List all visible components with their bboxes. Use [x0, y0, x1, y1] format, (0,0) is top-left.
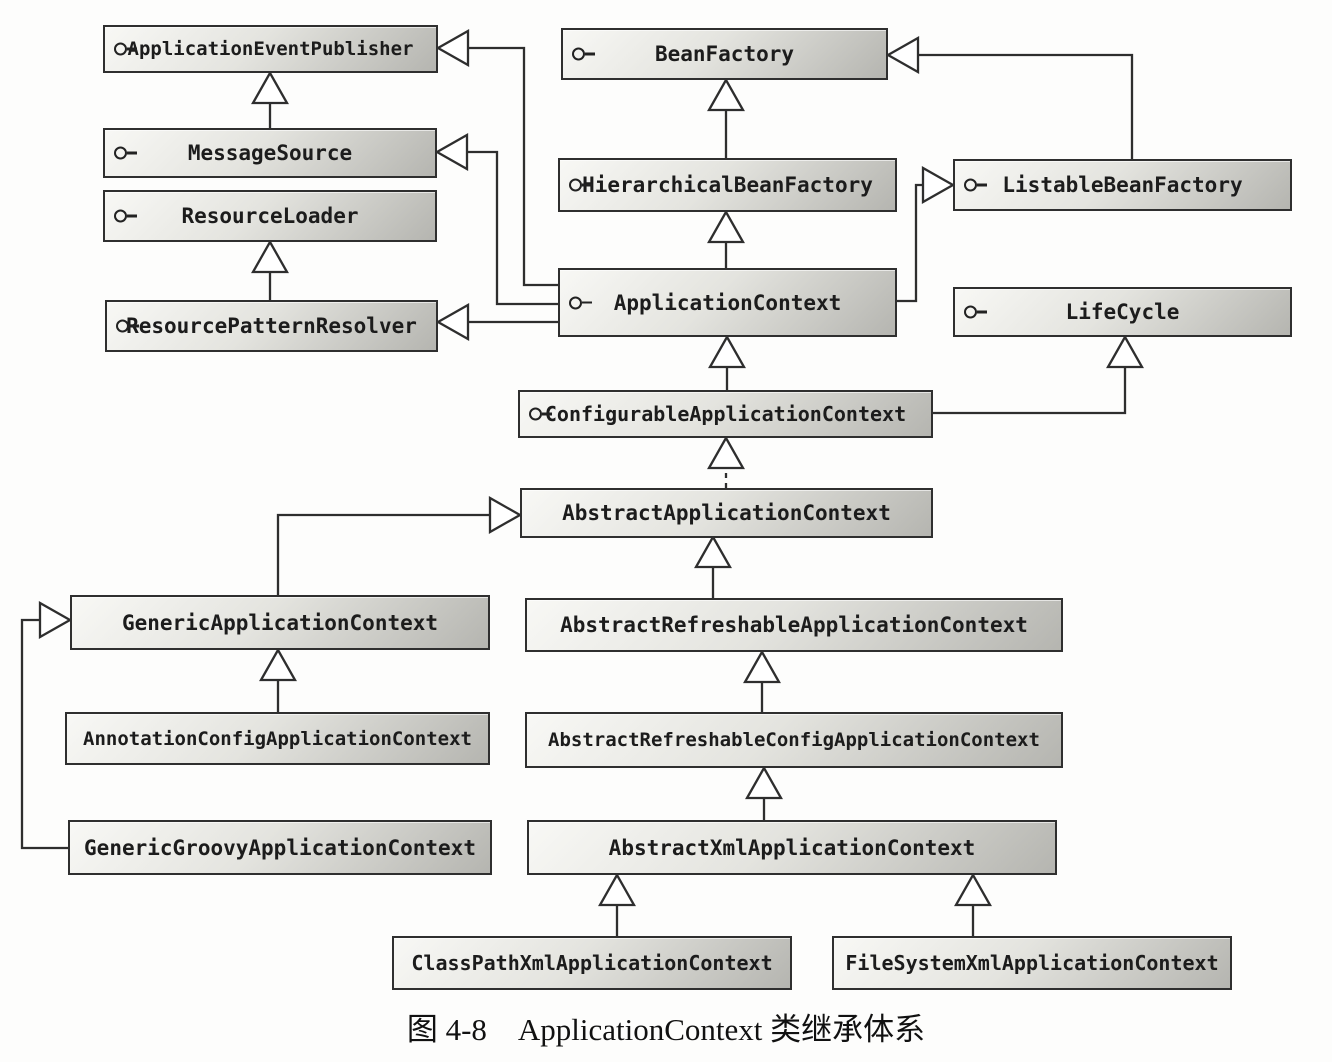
hollow-triangle-arrowhead: [1106, 334, 1144, 369]
application-context-to-listable-bean-factory-line: [897, 183, 923, 303]
class-name-label: ClassPathXmlApplicationContext: [411, 951, 773, 975]
hollow-triangle-arrowhead: [708, 334, 746, 369]
interface-lollipop-icon: [114, 209, 137, 223]
class-name-label: ResourceLoader: [181, 204, 359, 228]
hollow-triangle-arrowhead: [707, 77, 745, 112]
generic-to-abstract-application-context-line: [276, 513, 490, 595]
hollow-triangle-arrowhead: [598, 872, 636, 907]
abstract-refreshable-config-application-context-box: AbstractRefreshableConfigApplicationCont…: [525, 712, 1063, 768]
hollow-triangle-arrowhead: [921, 166, 956, 204]
hollow-triangle-arrowhead: [251, 70, 289, 105]
resource-loader-box: ResourceLoader: [103, 190, 437, 242]
hollow-triangle-arrowhead: [488, 496, 523, 534]
class-name-label: GenericApplicationContext: [121, 610, 439, 635]
class-name-label: ResourcePatternResolver: [126, 314, 417, 338]
interface-lollipop-icon: [529, 407, 552, 421]
class-name-label: AbstractRefreshableConfigApplicationCont…: [548, 729, 1040, 751]
class-name-label: BeanFactory: [654, 42, 795, 66]
hollow-triangle-arrowhead: [745, 765, 783, 800]
hollow-triangle-arrowhead: [435, 29, 470, 67]
generic-application-context-box: GenericApplicationContext: [70, 595, 490, 650]
annotation-config-application-context-box: AnnotationConfigApplicationContext: [65, 712, 490, 765]
hollow-triangle-arrowhead: [434, 133, 469, 171]
class-name-label: ListableBeanFactory: [1002, 173, 1243, 197]
class-name-label: ApplicationContext: [613, 290, 842, 315]
class-name-label: ApplicationEventPublisher: [127, 38, 414, 60]
hollow-triangle-arrowhead: [251, 239, 289, 274]
hollow-triangle-arrowhead: [694, 534, 732, 569]
application-context-to-application-event-publisher-line: [468, 46, 558, 287]
class-name-label: AbstractXmlApplicationContext: [608, 835, 976, 860]
abstract-xml-application-context-box: AbstractXmlApplicationContext: [527, 820, 1057, 875]
class-name-label: AbstractApplicationContext: [562, 501, 891, 525]
hollow-triangle-arrowhead: [743, 649, 781, 684]
hollow-triangle-arrowhead: [435, 303, 470, 341]
interface-lollipop-icon: [569, 296, 592, 309]
interface-lollipop-icon: [116, 319, 139, 333]
class-name-label: ConfigurableApplicationContext: [544, 402, 907, 426]
abstract-refreshable-application-context-box: AbstractRefreshableApplicationContext: [525, 598, 1063, 652]
interface-lollipop-icon: [964, 178, 987, 192]
application-context-box: ApplicationContext: [558, 268, 897, 337]
generic-groovy-to-generic-line: [20, 618, 68, 850]
message-source-box: MessageSource: [103, 128, 437, 178]
interface-lollipop-icon: [569, 178, 592, 192]
interface-lollipop-icon: [964, 305, 987, 319]
hollow-triangle-arrowhead: [38, 601, 73, 639]
hollow-triangle-arrowhead: [707, 435, 745, 470]
class-name-label: MessageSource: [187, 141, 353, 165]
file-system-xml-application-context-box: FileSystemXmlApplicationContext: [832, 936, 1232, 990]
interface-lollipop-icon: [572, 47, 595, 61]
hollow-triangle-arrowhead: [259, 647, 297, 682]
hollow-triangle-arrowhead: [954, 872, 992, 907]
hollow-triangle-arrowhead: [885, 36, 920, 74]
application-context-to-message-source-line: [466, 150, 558, 306]
configurable-application-context-to-life-cycle-line: [933, 367, 1127, 415]
figure-caption: 图 4-8 ApplicationContext 类继承体系: [406, 1012, 926, 1047]
class-name-label: HierarchicalBeanFactory: [582, 173, 873, 197]
listable-bean-factory-to-bean-factory-line: [918, 53, 1134, 159]
configurable-application-context-box: ConfigurableApplicationContext: [518, 390, 933, 438]
interface-lollipop-icon: [114, 42, 137, 56]
interface-lollipop-icon: [114, 146, 137, 160]
generic-groovy-application-context-box: GenericGroovyApplicationContext: [68, 820, 492, 875]
class-name-label: FileSystemXmlApplicationContext: [845, 951, 1219, 975]
class-name-label: GenericGroovyApplicationContext: [84, 835, 476, 860]
life-cycle-box: LifeCycle: [953, 287, 1292, 337]
listable-bean-factory-box: ListableBeanFactory: [953, 159, 1292, 211]
resource-pattern-resolver-box: ResourcePatternResolver: [105, 300, 438, 352]
class-name-label: AnnotationConfigApplicationContext: [83, 727, 472, 750]
application-event-publisher-box: ApplicationEventPublisher: [103, 25, 438, 73]
class-name-label: LifeCycle: [1065, 300, 1180, 324]
abstract-application-context-box: AbstractApplicationContext: [520, 488, 933, 538]
hierarchical-bean-factory-box: HierarchicalBeanFactory: [558, 158, 897, 212]
class-path-xml-application-context-box: ClassPathXmlApplicationContext: [392, 936, 792, 990]
hollow-triangle-arrowhead: [707, 209, 745, 244]
class-name-label: AbstractRefreshableApplicationContext: [560, 613, 1028, 637]
bean-factory-box: BeanFactory: [561, 28, 888, 80]
